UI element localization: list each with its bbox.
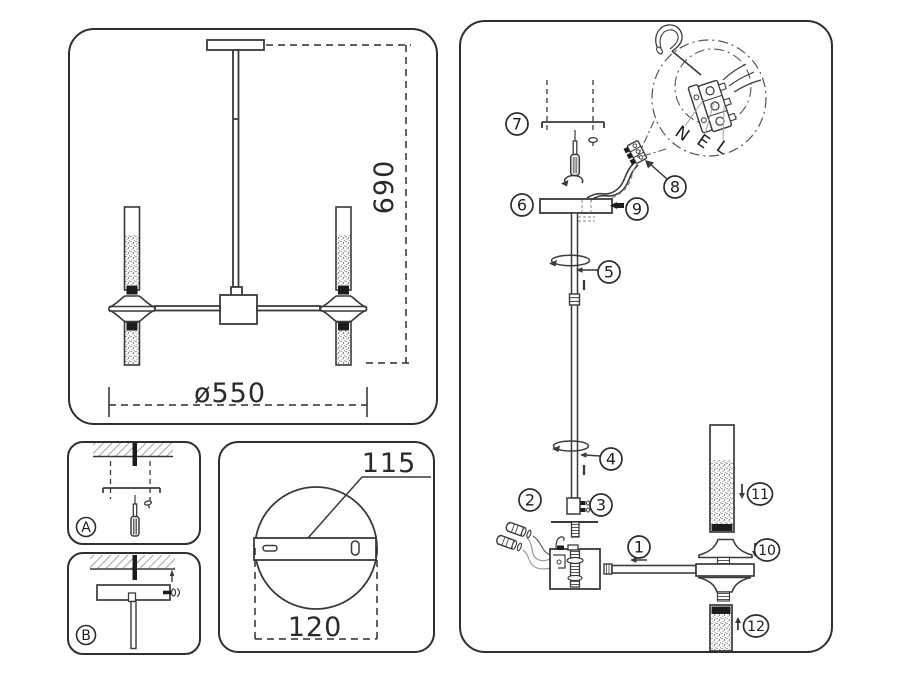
detail-b-badge — [75, 624, 97, 646]
ceiling-detail-a-panel: A — [67, 441, 201, 545]
canopy — [539, 198, 613, 214]
screw-icon — [143, 500, 153, 509]
dim-diameter — [108, 387, 368, 417]
wire-leaders — [684, 98, 725, 141]
detail-a-label: A — [81, 520, 91, 536]
hanging-rod — [232, 49, 240, 288]
screw-icon — [588, 136, 598, 146]
step-badge-3 — [589, 493, 613, 517]
step-badge-10 — [753, 538, 781, 562]
glass-tube-upper — [709, 424, 735, 533]
up-arrow — [169, 569, 175, 582]
step-badge-7 — [505, 112, 529, 136]
wire-nut-icon — [505, 521, 532, 539]
hook-icon — [655, 24, 702, 76]
step-badge-12 — [742, 614, 770, 638]
terminal-block-icon — [623, 140, 648, 165]
ceiling-detail-b-panel: B — [67, 552, 201, 655]
terminal-label-n: N — [671, 122, 693, 146]
step-badge-9 — [625, 197, 649, 221]
front-view-panel: 690 ø550 — [68, 28, 438, 425]
lamp-left — [108, 206, 156, 366]
slot-vertical — [350, 540, 360, 556]
step-label-5: 5 — [604, 263, 614, 282]
step-label-10: 10 — [758, 543, 776, 559]
hub-box — [549, 536, 601, 590]
step-badge-8 — [663, 175, 687, 199]
step-label-8: 8 — [670, 178, 680, 197]
step-label-6: 6 — [517, 196, 527, 215]
lamp-holder — [695, 538, 755, 602]
rod — [130, 600, 137, 650]
bracket-dim-label: 115 — [362, 448, 417, 479]
dim-height-label: 690 — [369, 160, 400, 215]
assembly-panel: 7 6 9 — [459, 20, 833, 653]
decorative-ring-upper — [550, 254, 591, 267]
ceiling-plate — [206, 39, 265, 51]
detail-b-label: B — [81, 628, 91, 644]
threaded-nipple — [570, 521, 580, 538]
dim-diameter-label: ø550 — [194, 378, 266, 409]
dim-height — [266, 44, 411, 364]
step-label-1: 1 — [634, 538, 644, 557]
plate-dim-label: 120 — [288, 612, 343, 643]
step-label-12: 12 — [747, 619, 765, 635]
arm-left — [154, 305, 221, 312]
center-hub — [219, 294, 258, 325]
detail-a-badge — [75, 516, 97, 538]
dim-plate-width — [254, 548, 378, 640]
step-badge-11 — [746, 482, 774, 506]
step-label-9: 9 — [632, 200, 642, 219]
step-badge-1 — [627, 535, 651, 559]
step-badge-2 — [518, 488, 542, 512]
arm-right — [256, 305, 321, 312]
step-label-7: 7 — [512, 115, 522, 134]
terminal-label-e: E — [693, 131, 713, 154]
step-label-4: 4 — [606, 450, 616, 469]
step-label-2: 2 — [525, 491, 535, 510]
supply-wires — [586, 162, 639, 201]
set-screw-icon — [610, 202, 624, 209]
rod-connector — [566, 497, 590, 515]
threaded-stud — [132, 443, 137, 466]
lamp-right — [319, 206, 368, 366]
step-badge-5 — [597, 260, 621, 284]
threaded-stud — [132, 555, 137, 580]
screwdriver-icon — [569, 130, 581, 177]
decorative-ring-lower — [552, 440, 590, 452]
step7-bracket — [541, 80, 605, 134]
rotate-arrow — [563, 174, 584, 184]
step-label-3: 3 — [596, 496, 606, 515]
rod-joint — [568, 293, 581, 306]
step-badge-4 — [599, 447, 623, 471]
step-label-11: 11 — [751, 487, 769, 503]
leader-line — [307, 476, 431, 539]
arm — [603, 563, 697, 575]
step-badge-6 — [510, 193, 534, 217]
wiring-detail-callout: N E L — [636, 24, 767, 159]
wire-nut-icon — [496, 534, 522, 552]
screwdriver-icon — [130, 495, 140, 537]
canopy-hidden-lines — [578, 200, 595, 222]
slot-horizontal — [262, 544, 278, 552]
bracket-plate-panel: 115 120 — [218, 441, 435, 653]
mounting-bar — [253, 537, 377, 561]
detail-wires — [722, 63, 762, 93]
glass-tube-lower — [709, 604, 733, 651]
side-screw-icon — [163, 587, 181, 598]
